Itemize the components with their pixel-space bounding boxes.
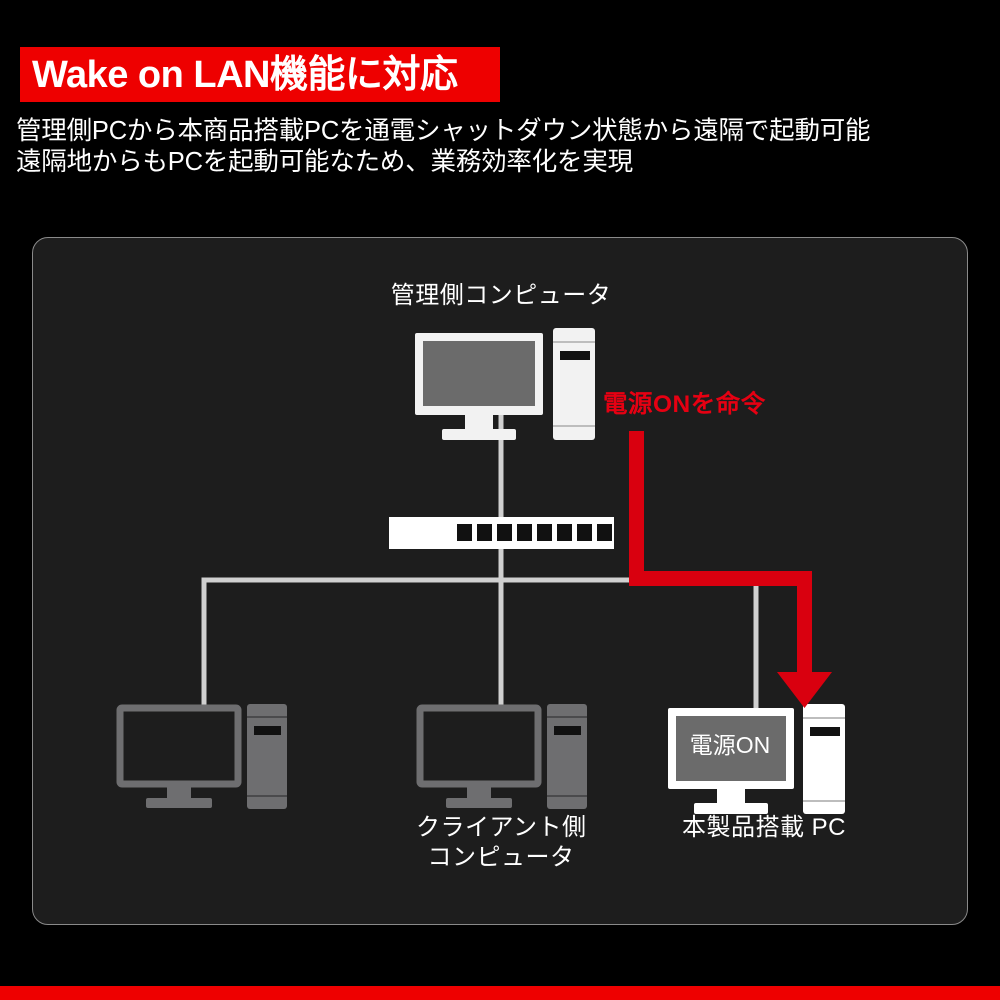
network-switch-icon — [389, 517, 614, 549]
admin-computer-icon — [415, 328, 595, 440]
arrow-head-icon — [777, 672, 832, 708]
client-computer-left-icon — [116, 704, 287, 809]
network-links — [201, 413, 759, 708]
client-label-line-1: クライアント側 — [416, 814, 587, 841]
link-switch-to-product-pc — [498, 549, 759, 708]
page-title: Wake on LAN機能に対応 — [32, 53, 458, 96]
title-banner: Wake on LAN機能に対応 — [20, 47, 500, 102]
subtitle-line-1: 管理側PCから本商品搭載PCを通電シャットダウン状態から遠隔で起動可能 — [16, 117, 871, 145]
admin-computer-label: 管理側コンピュータ — [390, 282, 612, 309]
subtitle-line-2: 遠隔地からもPCを起動可能なため、業務効率化を実現 — [16, 148, 633, 176]
arrow-segment-down-2 — [797, 571, 812, 689]
product-computer-icon — [668, 704, 845, 814]
arrow-segment-down-1 — [629, 431, 644, 586]
power-on-command-label: 電源ONを命令 — [603, 391, 766, 418]
product-computer-label: 本製品搭載 PC — [681, 814, 846, 841]
power-on-command-arrow — [629, 431, 812, 689]
client-computer-label: クライアント側 コンピュータ — [416, 813, 586, 873]
link-switch-to-client-left — [201, 549, 504, 708]
client-label-line-2: コンピュータ — [427, 844, 575, 871]
bottom-red-rule — [0, 986, 1000, 1000]
arrow-segment-right — [629, 571, 812, 586]
diagram-stage: 管理側コンピュータ クライアント側 コンピュータ 本製品搭載 PC 電源ONを命… — [33, 238, 967, 924]
subtitle-block: 管理側PCから本商品搭載PCを通電シャットダウン状態から遠隔で起動可能 遠隔地か… — [16, 116, 976, 178]
network-diagram-panel: 管理側コンピュータ クライアント側 コンピュータ 本製品搭載 PC 電源ONを命… — [32, 237, 968, 925]
product-screen-power-on-text: 電源ON — [689, 732, 771, 758]
client-computer-middle-icon — [416, 704, 587, 809]
network-diagram-graphic — [116, 328, 845, 814]
